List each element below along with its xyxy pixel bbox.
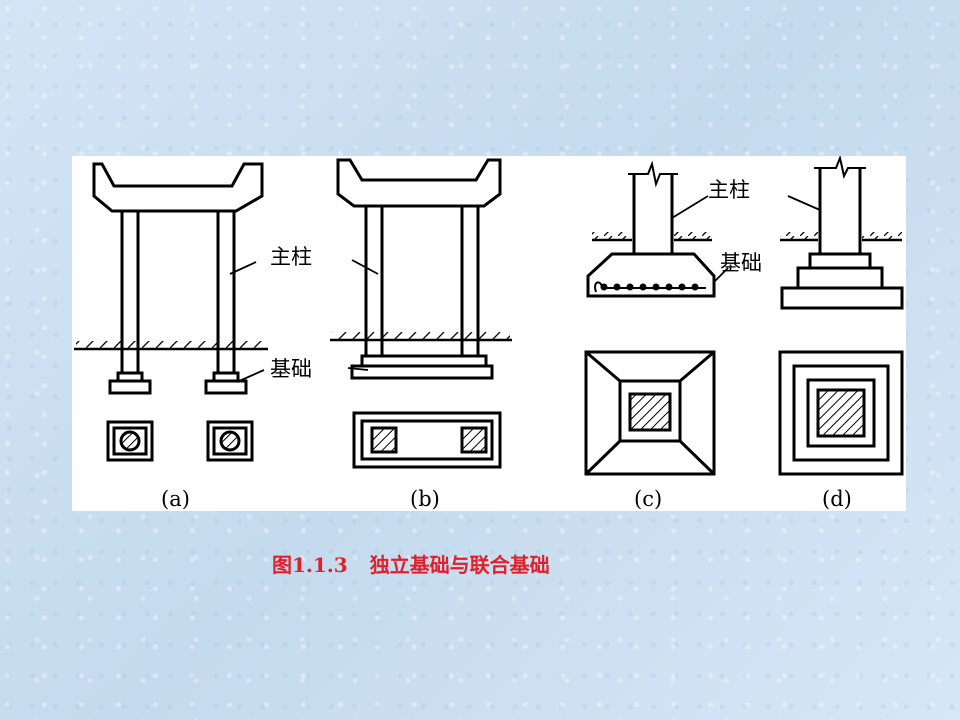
panel-label-a: (a) [161, 487, 190, 511]
diagram-d [778, 156, 904, 476]
diagram-b [330, 158, 512, 469]
panel-label-c: (c) [634, 487, 662, 511]
label-foundation-c: 基础 [720, 251, 762, 275]
panel-label-d: (d) [822, 487, 852, 511]
label-foundation-a: 基础 [270, 357, 312, 381]
leader-lines [229, 195, 821, 383]
foundation-diagram: 主柱 基础 主柱 基础 (a) (b) (c) (d) [72, 156, 906, 511]
label-column-a: 主柱 [270, 245, 312, 269]
diagram-c [584, 160, 716, 476]
label-column-c: 主柱 [708, 178, 750, 202]
panel-label-b: (b) [410, 487, 440, 511]
figure-caption: 图1.1.3 独立基础与联合基础 [272, 548, 692, 582]
diagram-a [74, 162, 268, 462]
caption-title: 独立基础与联合基础 [369, 553, 550, 577]
caption-number: 图1.1.3 [272, 553, 348, 577]
